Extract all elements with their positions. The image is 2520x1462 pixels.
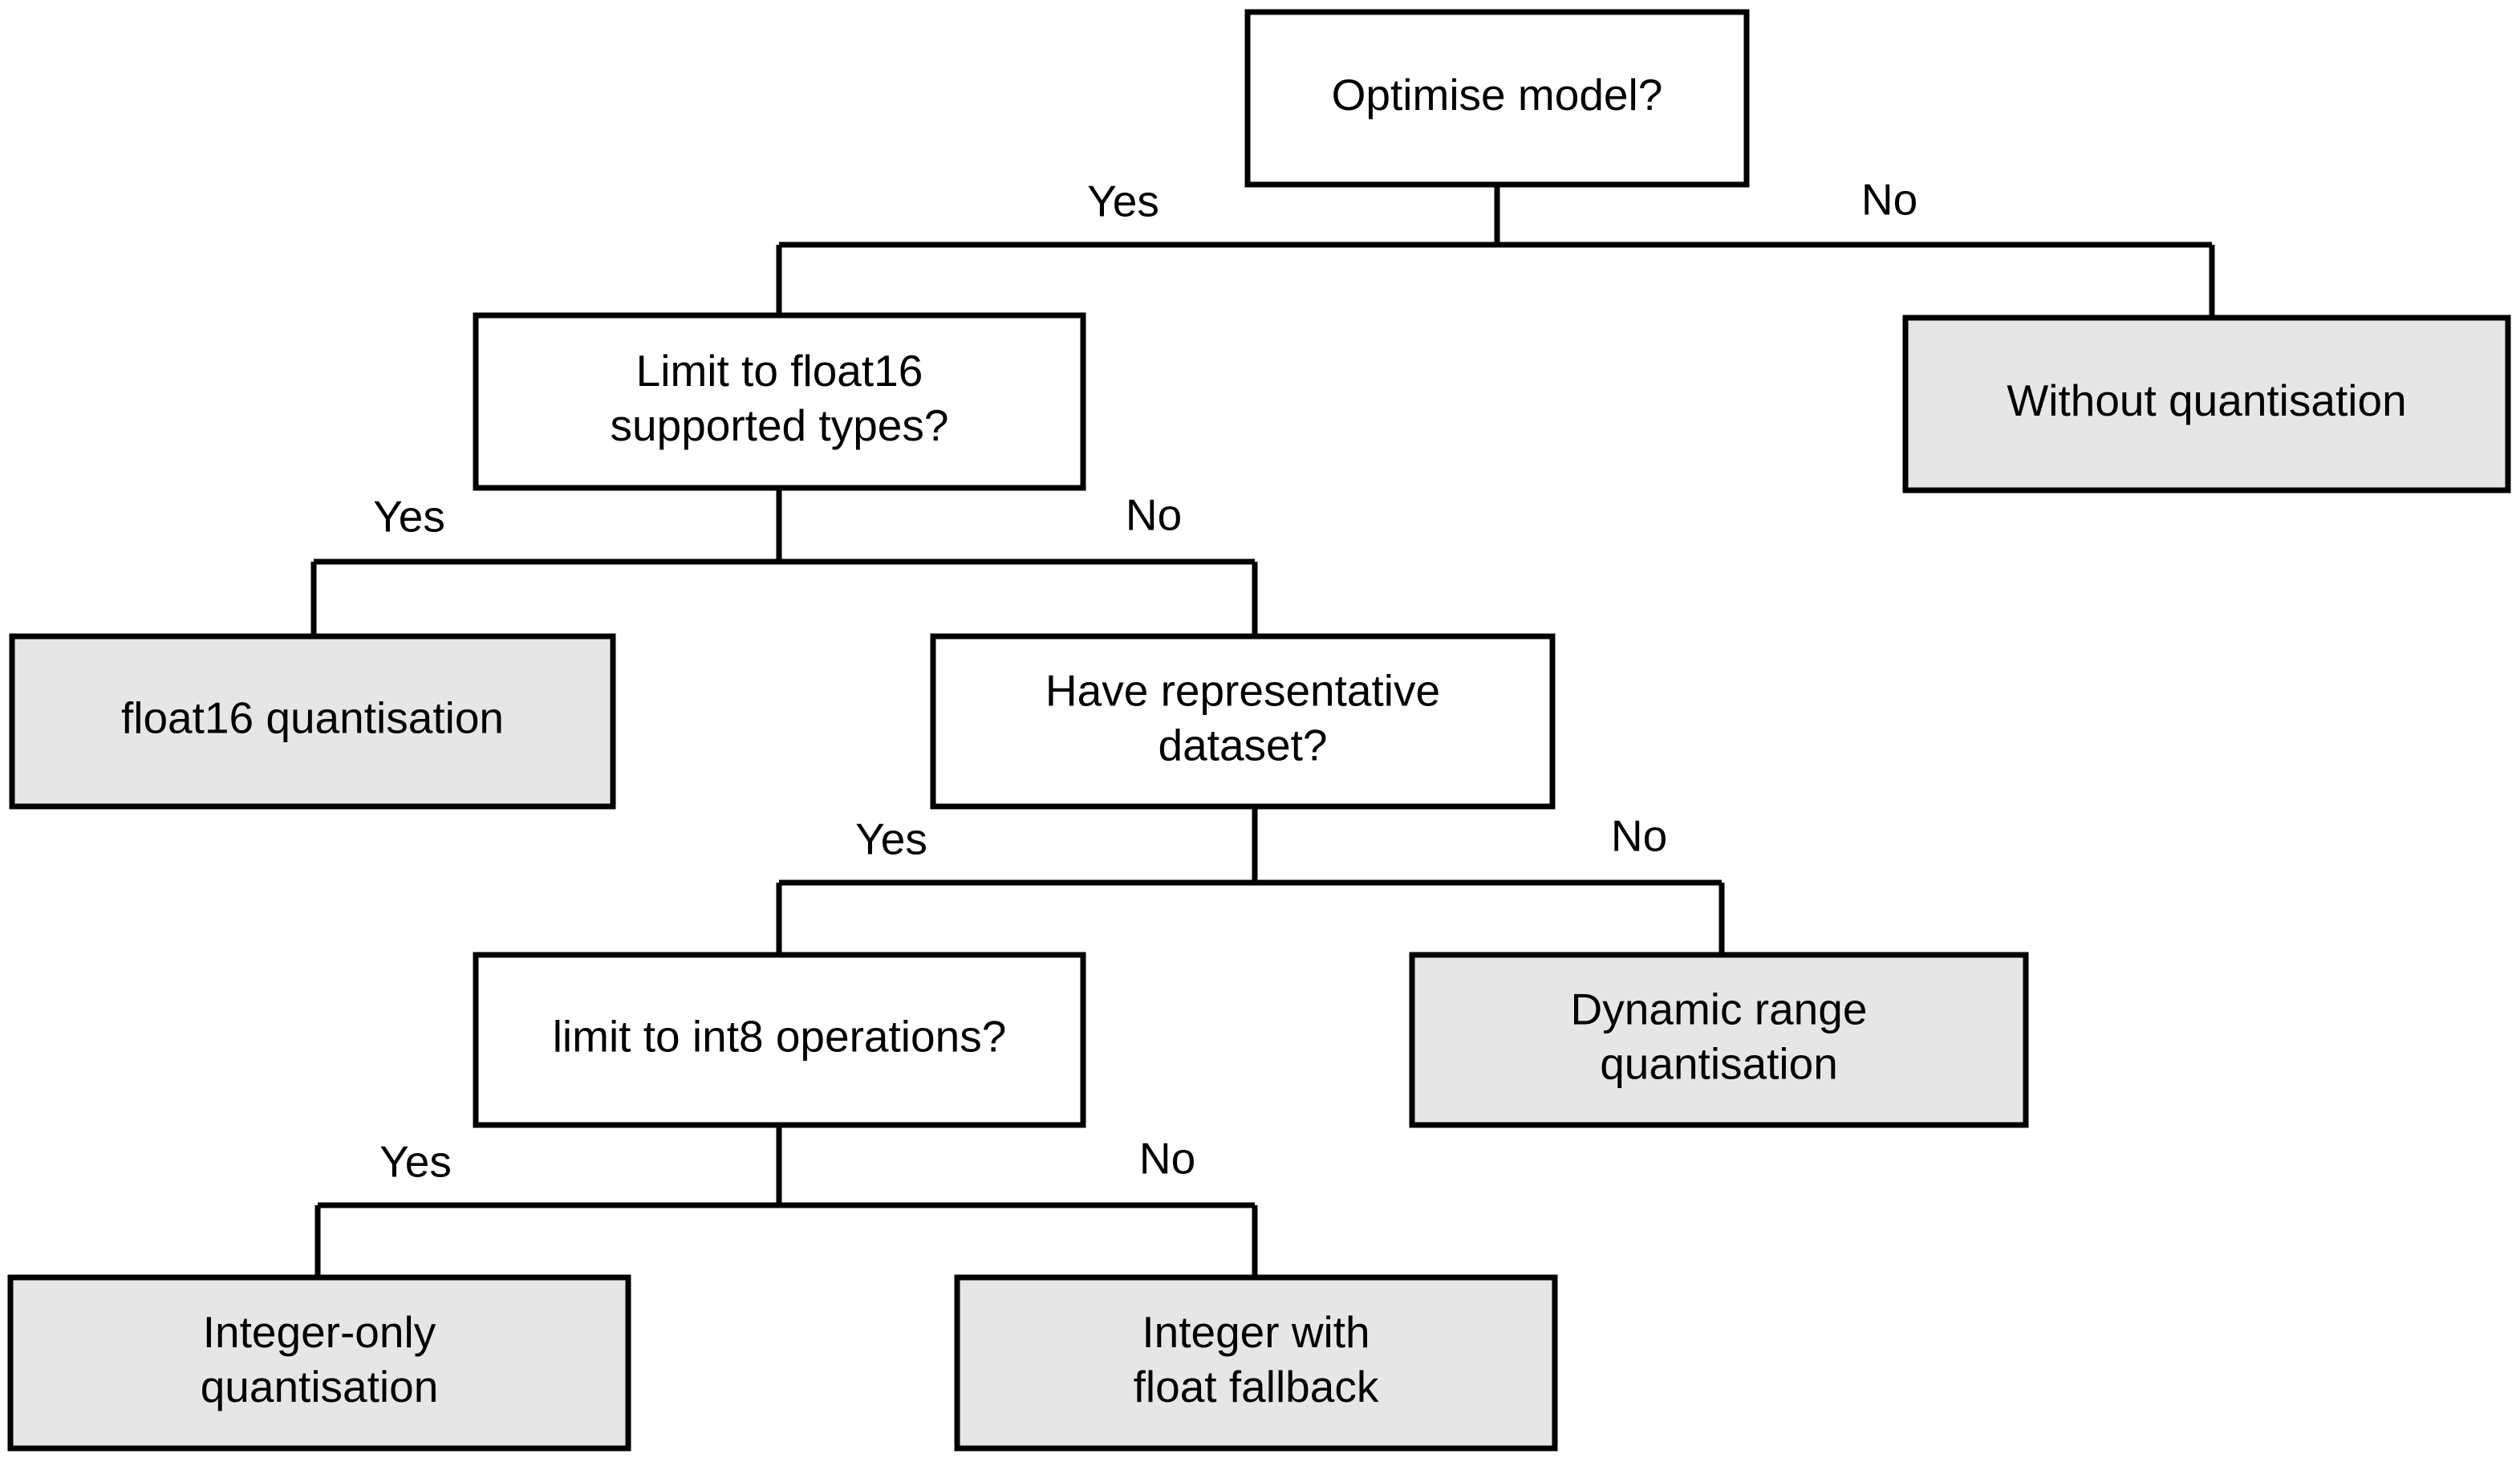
node-label-have-representative-dataset: dataset? (1158, 721, 1327, 770)
node-integer-float-fallback[interactable]: Integer with float fallback (954, 1274, 1558, 1452)
node-label-integer-float-fallback: float fallback (1134, 1362, 1379, 1411)
node-have-representative-dataset[interactable]: Have representative dataset? (930, 633, 1556, 810)
node-label-dynamic-range-quantisation: quantisation (1600, 1039, 1838, 1089)
nodes-layer: Optimise model? Limit to float16supported… (7, 9, 2511, 1452)
node-label-integer-float-fallback: Integer with (1142, 1307, 1370, 1357)
node-box-optimise-model[interactable] (1244, 9, 1750, 188)
edge-int8-yes-label: Yes (379, 1137, 452, 1187)
node-box-have-representative-dataset[interactable] (930, 633, 1556, 810)
edge-int8-yes (314, 1125, 1255, 1277)
node-label-without-quantisation: Without quantisation (2007, 376, 2406, 425)
node-box-integer-float-fallback[interactable] (954, 1274, 1558, 1452)
edge-float16-no-label: No (1126, 490, 1182, 540)
node-label-float16-quantisation: float16 quantisation (121, 693, 504, 743)
edge-optimise-yes (776, 185, 2212, 315)
edge-float16-yes (310, 488, 1255, 636)
node-box-dynamic-range-quantisation[interactable] (1409, 952, 2029, 1128)
node-label-dynamic-range-quantisation: Dynamic range (1571, 985, 1868, 1034)
node-label-optimise-model: Optimise model? (1332, 70, 1663, 120)
node-label-integer-only-quantisation: Integer-only (203, 1307, 436, 1357)
edges-layer (310, 185, 2215, 1277)
node-without-quantisation[interactable]: Without quantisation (1902, 315, 2511, 493)
node-box-integer-only-quantisation[interactable] (7, 1274, 631, 1452)
node-box-without-quantisation[interactable] (1902, 315, 2511, 493)
edge-dataset-no-label: No (1611, 811, 1667, 861)
node-optimise-model[interactable]: Optimise model? (1244, 9, 1750, 188)
node-box-float16-quantisation[interactable] (9, 633, 616, 810)
edge-optimise-yes-label: Yes (1087, 177, 1159, 226)
node-dynamic-range-quantisation[interactable]: Dynamic range quantisation (1409, 952, 2029, 1128)
node-integer-only-quantisation[interactable]: Integer-only quantisation (7, 1274, 631, 1452)
node-label-integer-only-quantisation: quantisation (201, 1362, 439, 1411)
edge-optimise-no-label: No (1861, 175, 1917, 225)
node-box-limit-int8[interactable] (473, 952, 1086, 1128)
edge-float16-yes-label: Yes (373, 492, 445, 542)
node-label-have-representative-dataset: Have representative (1045, 666, 1440, 716)
node-label-limit-float16: supported types? (611, 400, 949, 450)
node-label-limit-float16: Limit to float16 (636, 346, 923, 396)
node-label-limit-int8: limit to int8 operations? (553, 1012, 1007, 1062)
node-limit-int8[interactable]: limit to int8 operations? (473, 952, 1086, 1128)
node-float16-quantisation[interactable]: float16 quantisation (9, 633, 616, 810)
node-box-limit-float16[interactable] (473, 312, 1086, 491)
edge-dataset-yes (776, 806, 1722, 955)
edge-int8-no-label: No (1139, 1134, 1195, 1184)
edge-dataset-yes-label: Yes (855, 814, 927, 864)
